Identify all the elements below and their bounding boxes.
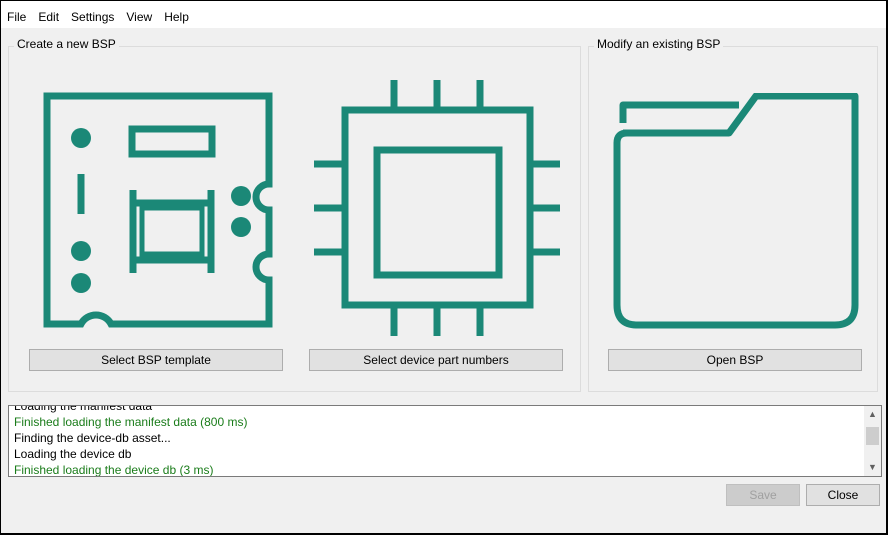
scroll-thumb[interactable] — [866, 427, 879, 445]
log-line: Loading the manifest data — [14, 405, 153, 413]
log-scrollbar[interactable]: ▲ ▼ — [864, 406, 881, 476]
menu-file[interactable]: File — [7, 10, 27, 24]
log-line: Loading the device db — [14, 447, 132, 461]
scroll-down-arrow-icon[interactable]: ▼ — [868, 462, 877, 472]
save-button[interactable]: Save — [726, 484, 800, 506]
select-bsp-template-button[interactable]: Select BSP template — [29, 349, 283, 371]
scroll-up-arrow-icon[interactable]: ▲ — [868, 409, 877, 419]
menu-bar: File Edit Settings View Help — [1, 1, 886, 28]
log-line: Finished loading the device db (3 ms) — [14, 463, 214, 477]
board-icon — [43, 92, 273, 328]
log-line: Finding the device-db asset... — [14, 431, 171, 445]
menu-settings[interactable]: Settings — [71, 10, 115, 24]
open-bsp-button[interactable]: Open BSP — [608, 349, 862, 371]
close-button[interactable]: Close — [806, 484, 880, 506]
modify-bsp-group: Modify an existing BSP Open BSP — [588, 37, 878, 392]
menu-help[interactable]: Help — [164, 10, 189, 24]
menu-edit[interactable]: Edit — [38, 10, 60, 24]
menu-view[interactable]: View — [126, 10, 153, 24]
log-line: Finished loading the manifest data (800 … — [14, 415, 248, 429]
modify-bsp-group-title: Modify an existing BSP — [594, 37, 724, 51]
folder-icon — [609, 93, 859, 331]
create-bsp-group-title: Create a new BSP — [14, 37, 119, 51]
create-bsp-group: Create a new BSP — [8, 37, 581, 392]
chip-icon — [312, 80, 562, 338]
log-output[interactable]: Loading the manifest data Finished loadi… — [8, 405, 882, 477]
select-device-part-numbers-button[interactable]: Select device part numbers — [309, 349, 563, 371]
log-lines: Loading the manifest data Finished loadi… — [14, 405, 863, 477]
